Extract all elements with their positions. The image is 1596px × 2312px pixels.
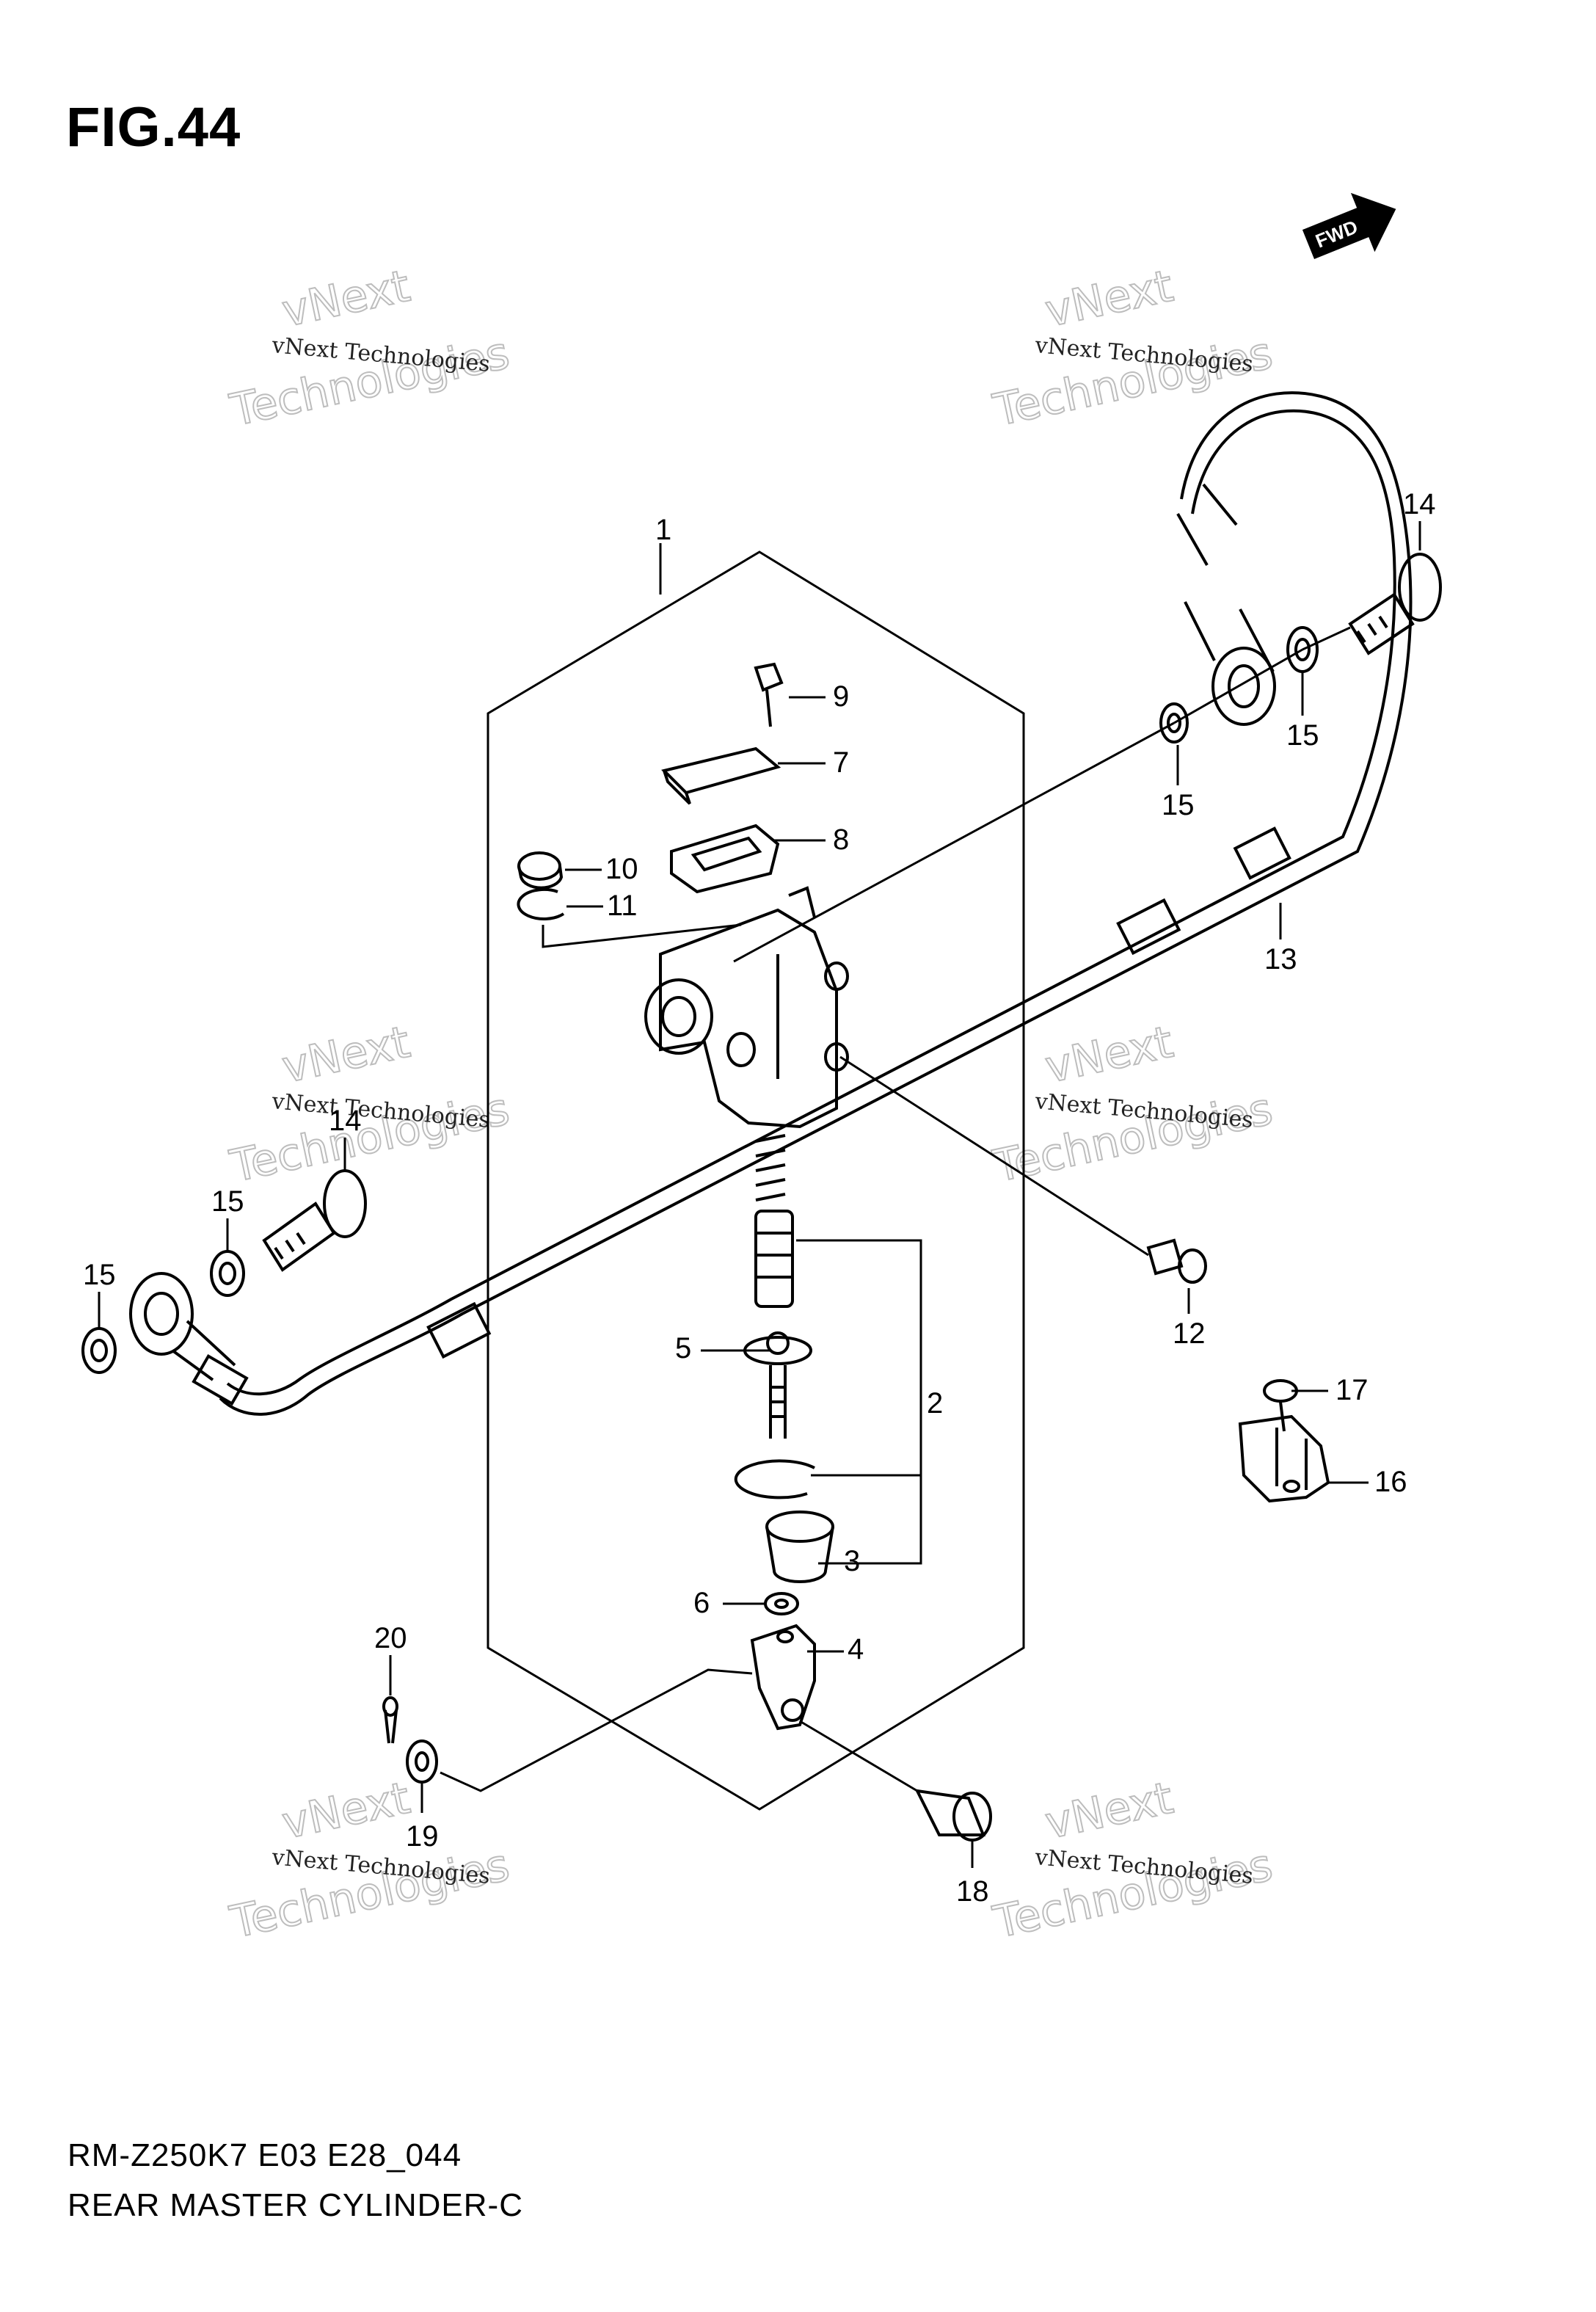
watermark-bottom-right: vNext Technologies vNext Technologies — [988, 1772, 1278, 1949]
callout-2: 2 — [927, 1387, 943, 1419]
push-rod — [743, 1331, 812, 1439]
hose-banjo-bottom — [129, 1272, 249, 1406]
callout-11: 11 — [607, 890, 638, 922]
diagram-caption: REAR MASTER CYLINDER-C — [68, 2187, 523, 2223]
callout-19: 19 — [406, 1820, 439, 1853]
callout-8: 8 — [833, 824, 849, 856]
svg-text:vNext: vNext — [278, 1773, 415, 1850]
callout-4: 4 — [848, 1633, 864, 1665]
callout-1: 1 — [655, 514, 671, 546]
cap-screw — [754, 662, 784, 727]
callout-5: 5 — [675, 1332, 691, 1364]
reservoir-diaphragm — [670, 824, 780, 894]
washer-top-a — [1159, 702, 1189, 744]
washer-pin — [406, 1740, 438, 1784]
washer-axis-line — [440, 1668, 753, 1792]
callout-12: 12 — [1173, 1317, 1206, 1350]
assembly-outline — [487, 550, 1025, 1811]
watermark-mid-right: vNext Technologies vNext Technologies — [988, 1016, 1278, 1193]
leader-lines — [98, 521, 1421, 1868]
hose-banjo-top — [1184, 601, 1276, 726]
circlip-small — [517, 887, 565, 920]
cotter-pin — [382, 1696, 398, 1744]
callout-13: 13 — [1264, 943, 1297, 975]
circlip-large — [734, 1459, 815, 1499]
callout-10: 10 — [605, 853, 638, 885]
clevis-pin — [914, 1789, 992, 1842]
boot — [765, 1511, 834, 1583]
return-spring — [755, 1134, 786, 1202]
svg-text:vNext: vNext — [1041, 1017, 1178, 1094]
hose-clamp — [1238, 1414, 1330, 1503]
nut — [764, 1592, 799, 1615]
reservoir-cap — [661, 746, 781, 805]
svg-text:vNext: vNext — [1041, 1773, 1178, 1850]
callout-3: 3 — [844, 1545, 860, 1577]
mounting-bolt — [1146, 1238, 1207, 1284]
model-code: RM-Z250K7 E03 E28_044 — [68, 2137, 462, 2173]
watermark-bottom-left: vNext Technologies vNext Technologies — [225, 1772, 515, 1949]
fwd-arrow-icon: FWD — [1302, 192, 1396, 259]
callout-14-top: 14 — [1403, 488, 1436, 520]
callout-16: 16 — [1374, 1466, 1407, 1498]
pin-axis-line — [799, 1720, 918, 1792]
watermark-top-left: vNext Technologies vNext Technologies — [225, 260, 515, 437]
svg-text:vNext: vNext — [278, 261, 415, 338]
callout-9: 9 — [833, 680, 849, 713]
fig-title: FIG.44 — [66, 96, 241, 159]
washer-bottom-a — [210, 1250, 245, 1297]
svg-text:vNext: vNext — [1041, 261, 1178, 338]
piston — [754, 1210, 794, 1308]
callout-15-top-b: 15 — [1286, 719, 1319, 752]
svg-text:vNext: vNext — [278, 1017, 415, 1094]
connector-cap — [517, 851, 564, 890]
callout-20: 20 — [374, 1622, 407, 1654]
leader-11-body — [542, 923, 742, 948]
master-cylinder-body — [644, 886, 849, 1129]
banjo-bolt-top — [1348, 553, 1442, 655]
clamp-screw — [1263, 1379, 1298, 1432]
callout-15-bottom-b: 15 — [83, 1259, 116, 1291]
washer-bottom-b — [81, 1327, 117, 1374]
bolt-axis-line — [839, 1055, 1149, 1257]
callout-6: 6 — [693, 1587, 710, 1619]
callout-14-bottom: 14 — [329, 1105, 362, 1137]
callout-15-bottom-a: 15 — [211, 1185, 244, 1218]
bracket-group-2 — [796, 1239, 922, 1565]
banjo-bolt-bottom — [262, 1169, 367, 1272]
callout-17: 17 — [1336, 1374, 1369, 1406]
watermark-mid-left: vNext Technologies vNext Technologies — [225, 1016, 515, 1193]
clevis — [750, 1624, 816, 1731]
brake-hose — [219, 391, 1413, 1416]
callout-18: 18 — [956, 1875, 989, 1908]
callout-15-top-a: 15 — [1162, 789, 1195, 821]
callout-7: 7 — [833, 746, 849, 779]
callouts: 1 2 3 4 5 6 7 8 9 10 11 12 13 14 14 15 1… — [83, 488, 1436, 1908]
